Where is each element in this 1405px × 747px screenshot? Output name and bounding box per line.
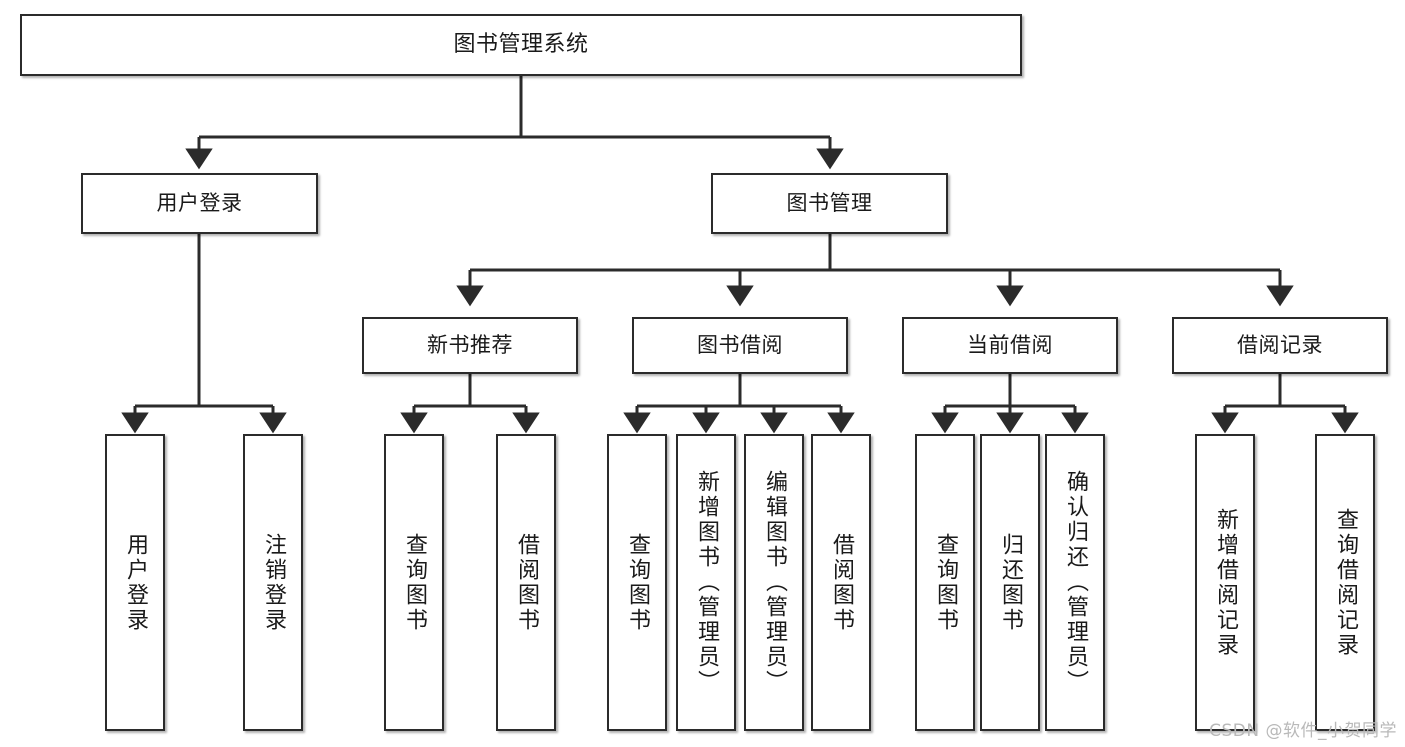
- node-borrow-record[interactable]: 借阅记录: [1172, 317, 1388, 374]
- node-label: 新书推荐: [427, 333, 513, 358]
- node-root-book-management-system[interactable]: 图书管理系统: [20, 14, 1022, 76]
- leaf-borrow-record-query-record[interactable]: 查询借阅记录: [1315, 434, 1375, 731]
- node-label: 查询图书: [933, 532, 958, 633]
- leaf-current-borrow-confirm-return-admin[interactable]: 确认归还（管理员）: [1045, 434, 1105, 731]
- node-label: 查询借阅记录: [1333, 507, 1358, 658]
- node-label: 借阅图书: [829, 532, 854, 633]
- node-label: 图书管理: [786, 191, 873, 216]
- node-label: 图书借阅: [697, 333, 783, 358]
- leaf-borrow-record-add-record[interactable]: 新增借阅记录: [1195, 434, 1255, 731]
- node-label: 查询图书: [402, 532, 427, 633]
- node-label: 确认归还（管理员）: [1063, 470, 1088, 695]
- node-label: 用户登录: [156, 191, 243, 216]
- node-label: 新增图书（管理员）: [694, 470, 719, 695]
- node-label: 借阅记录: [1237, 333, 1323, 358]
- node-label: 新增借阅记录: [1213, 507, 1238, 658]
- leaf-user-login-login[interactable]: 用户登录: [105, 434, 165, 731]
- node-label: 查询图书: [625, 532, 650, 633]
- node-book-borrow[interactable]: 图书借阅: [632, 317, 848, 374]
- node-label: 用户登录: [123, 532, 148, 633]
- leaf-new-book-query-book[interactable]: 查询图书: [384, 434, 444, 731]
- leaf-book-borrow-add-book-admin[interactable]: 新增图书（管理员）: [676, 434, 736, 731]
- node-label: 借阅图书: [514, 532, 539, 633]
- node-book-management[interactable]: 图书管理: [711, 173, 948, 234]
- node-label: 注销登录: [261, 532, 286, 633]
- node-label: 图书管理系统: [453, 32, 589, 58]
- node-user-login[interactable]: 用户登录: [81, 173, 318, 234]
- leaf-current-borrow-query-book[interactable]: 查询图书: [915, 434, 975, 731]
- node-new-book-recommend[interactable]: 新书推荐: [362, 317, 578, 374]
- leaf-book-borrow-borrow-book[interactable]: 借阅图书: [811, 434, 871, 731]
- leaf-current-borrow-return-book[interactable]: 归还图书: [980, 434, 1040, 731]
- leaf-book-borrow-edit-book-admin[interactable]: 编辑图书（管理员）: [744, 434, 804, 731]
- leaf-user-login-logout[interactable]: 注销登录: [243, 434, 303, 731]
- node-label: 编辑图书（管理员）: [762, 470, 787, 695]
- leaf-new-book-borrow-book[interactable]: 借阅图书: [496, 434, 556, 731]
- node-label: 当前借阅: [967, 333, 1053, 358]
- node-label: 归还图书: [998, 532, 1023, 633]
- leaf-book-borrow-query-book[interactable]: 查询图书: [607, 434, 667, 731]
- node-current-borrow[interactable]: 当前借阅: [902, 317, 1118, 374]
